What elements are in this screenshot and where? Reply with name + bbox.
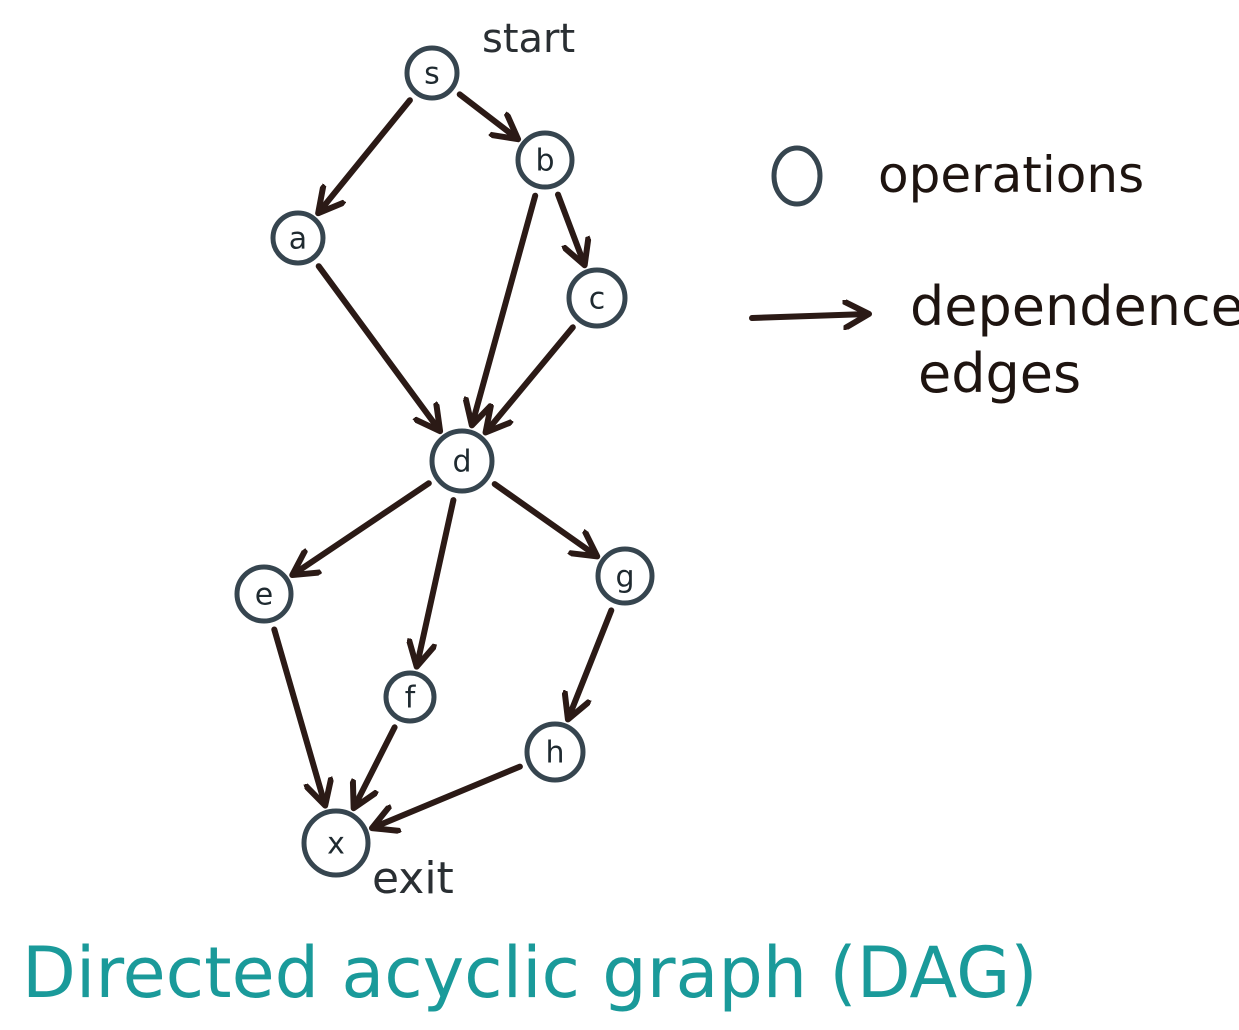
node-f: f [383, 670, 437, 724]
edge-b-d [472, 192, 539, 425]
node-b: b [515, 130, 575, 190]
edge-s-a [319, 97, 413, 212]
node-h-label: h [545, 736, 564, 771]
node-e-circle [234, 564, 294, 624]
edge-b-c [555, 191, 584, 265]
dependence-edge-legend-icon [749, 314, 868, 318]
edge-a-d [315, 263, 440, 430]
dependence-legend-label-line1: dependence [910, 275, 1239, 338]
node-g-circle [595, 546, 655, 606]
node-s: s [404, 45, 460, 101]
edge-f-x [354, 724, 398, 807]
node-x-label: x [327, 827, 345, 862]
node-b-label: b [535, 144, 554, 179]
node-x: x [301, 808, 371, 878]
node-a: a [270, 210, 326, 266]
node-b-circle [515, 130, 575, 190]
node-e-label: e [255, 578, 273, 613]
node-c-circle [566, 267, 628, 329]
edge-s-b [456, 91, 518, 138]
edge-g-h [568, 607, 615, 718]
node-f-label: f [405, 681, 417, 716]
node-h-circle [524, 721, 586, 783]
start-label: start [482, 16, 575, 62]
node-d: d [429, 428, 495, 494]
edge-d-e [293, 480, 432, 574]
dependence-legend-label-line2: edges [918, 342, 1081, 405]
exit-label: exit [372, 853, 454, 904]
node-c: c [566, 267, 628, 329]
node-d-label: d [452, 445, 471, 480]
legend: operations dependence edges [749, 145, 1239, 405]
node-a-label: a [289, 222, 307, 257]
node-s-label: s [424, 57, 440, 92]
edge-h-x [373, 763, 523, 828]
nodes-layer: s a b c d e f g h x [234, 45, 655, 878]
caption: Directed acyclic graph (DAG) [22, 932, 1038, 1014]
node-f-circle [383, 670, 437, 724]
node-h: h [524, 721, 586, 783]
node-c-label: c [589, 282, 606, 317]
edge-c-d [486, 324, 576, 431]
edge-d-f [417, 497, 457, 666]
node-s-circle [404, 45, 460, 101]
node-a-circle [270, 210, 326, 266]
edges-layer [271, 91, 615, 828]
operations-legend-label: operations [878, 146, 1144, 204]
node-x-circle [301, 808, 371, 878]
node-e: e [234, 564, 294, 624]
operations-legend-icon [771, 145, 823, 207]
node-d-circle [429, 428, 495, 494]
node-g-label: g [615, 560, 634, 595]
edge-d-g [491, 481, 597, 556]
node-g: g [595, 546, 655, 606]
edge-e-x [271, 626, 325, 805]
